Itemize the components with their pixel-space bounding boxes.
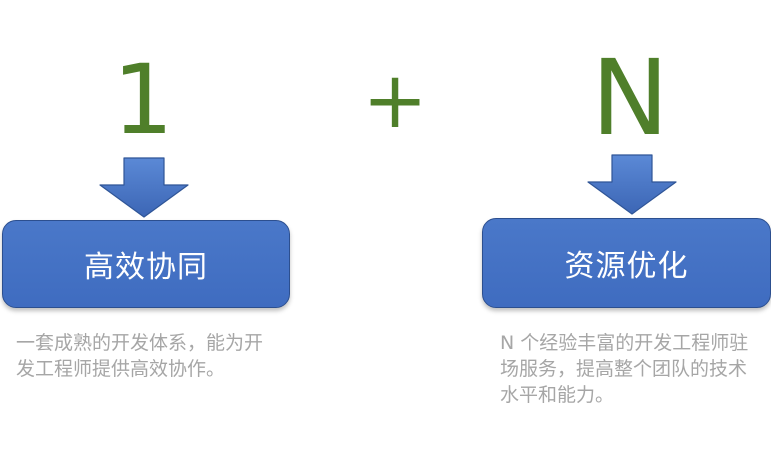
arrow-down-right-icon xyxy=(587,154,677,215)
symbol-one-reflection: 1 xyxy=(108,126,178,156)
description-left: 一套成熟的开发体系，能为开发工程师提供高效协作。 xyxy=(16,332,264,380)
symbol-one: 1 xyxy=(112,44,174,156)
symbol-plus-reflection: + xyxy=(360,120,430,152)
symbol-n: N xyxy=(591,37,669,159)
box-right-label: 资源优化 xyxy=(564,249,689,284)
description-right: N 个经验丰富的开发工程师驻场服务，提高整个团队的技术水平和能力。 xyxy=(500,332,749,406)
box-efficient-collaboration: 高效协同 xyxy=(2,220,290,308)
box-left-label: 高效协同 xyxy=(84,250,208,285)
arrow-down-left-icon xyxy=(99,157,189,218)
symbol-n-reflection: N xyxy=(585,124,675,154)
box-resource-optimization: 资源优化 xyxy=(482,218,771,308)
symbol-plus: + xyxy=(362,56,428,146)
